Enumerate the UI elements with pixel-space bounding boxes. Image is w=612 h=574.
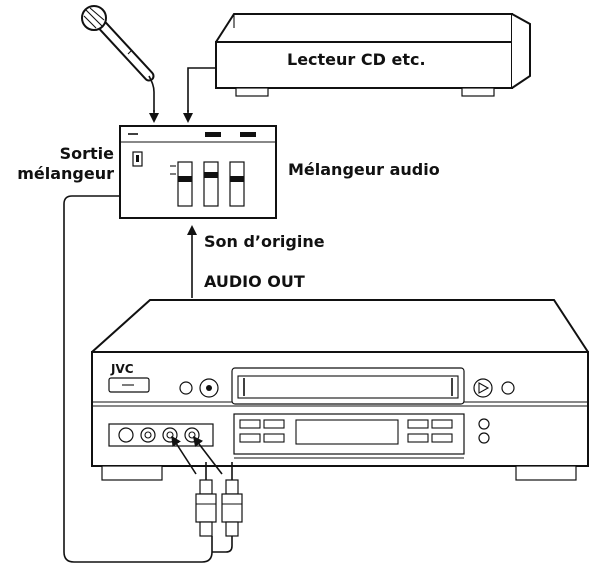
cd-output-cable [187, 67, 216, 112]
audio-out-label: AUDIO OUT [204, 272, 305, 291]
vcr-icon: JVC [91, 299, 589, 481]
mixer-output-label: Sortie mélangeur [0, 144, 114, 184]
cd-player-label: Lecteur CD etc. [287, 50, 426, 69]
mixer-label: Mélangeur audio [288, 160, 440, 179]
microphone-icon [81, 5, 155, 112]
original-sound-label: Son d’origine [204, 232, 325, 251]
vcr-brand: JVC [110, 362, 134, 376]
mixer-output-cable [63, 195, 213, 563]
mixer-output-label-line1: Sortie [59, 144, 114, 163]
cd-player-icon [215, 13, 531, 97]
audio-mixer-icon [119, 125, 277, 219]
rca-plug-icon [171, 435, 243, 553]
mixer-output-label-line2: mélangeur [17, 164, 114, 183]
